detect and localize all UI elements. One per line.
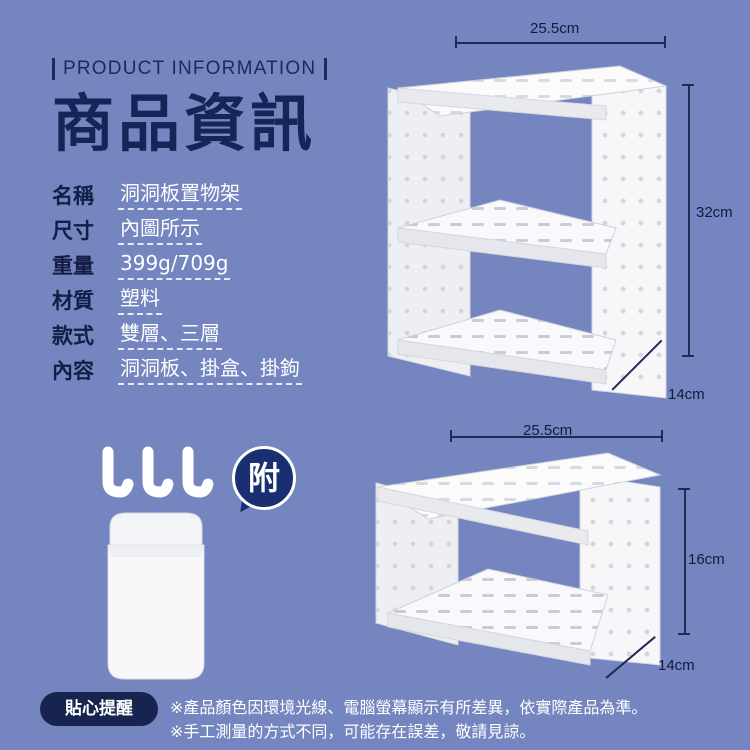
accessory-badge: 附 [232,446,306,518]
spec-row: 尺寸 內圖所示 [52,210,352,245]
spec-row: 內容 洞洞板、掛盒、掛鉤 [52,350,352,385]
reminder-note: ※手工測量的方式不同，可能存在誤差，敬請見諒。 [170,722,536,741]
three-tier-shelf-image [387,65,668,399]
hook-accessories-image [102,446,214,498]
short-width-label: 25.5cm [523,422,573,439]
eyebrow-text: PRODUCT INFORMATION [63,58,317,79]
hanging-box-image [107,512,205,680]
spec-value: 洞洞板置物架 [118,179,242,210]
two-tier-shelf-image [375,452,662,666]
width-line-tick [664,36,666,48]
height-dimension-line [684,488,686,634]
spec-row: 重量 399g/709g [52,245,352,280]
width-line-tick [450,430,452,442]
width-line-tick [455,36,457,48]
height-line-tick [678,488,690,490]
width-line-tick [661,430,663,442]
spec-label: 重量 [52,254,94,278]
spec-label: 內容 [52,359,94,383]
spec-list: 名稱 洞洞板置物架 尺寸 內圖所示 重量 399g/709g 材質 塑料 款式 … [52,175,352,385]
tall-height-label: 32cm [696,204,733,221]
width-dimension-line [450,436,662,438]
short-depth-label: 14cm [658,657,695,674]
spec-row: 名稱 洞洞板置物架 [52,175,352,210]
height-line-tick [682,84,694,86]
page-title: 商品資訊 [52,87,317,160]
eyebrow-bar-left [52,58,55,80]
spec-label: 名稱 [52,184,94,208]
spec-row: 款式 雙層、三層 [52,315,352,350]
tall-width-label: 25.5cm [530,20,580,37]
height-line-tick [682,355,694,357]
spec-label: 款式 [52,324,94,348]
spec-label: 尺寸 [52,219,94,243]
short-height-label: 16cm [688,551,725,568]
reminder-badge: 貼心提醒 [40,692,158,726]
badge-text: 附 [247,459,280,497]
width-dimension-line [455,42,665,44]
section-eyebrow: PRODUCT INFORMATION [52,56,328,82]
tall-depth-label: 14cm [668,386,705,403]
spec-value: 塑料 [118,284,162,315]
height-dimension-line [688,84,690,356]
spec-value: 雙層、三層 [118,319,222,350]
spec-value: 內圖所示 [118,214,202,245]
spec-value: 399g/709g [118,249,231,280]
spec-label: 材質 [52,289,94,313]
spec-value: 洞洞板、掛盒、掛鉤 [118,354,302,385]
eyebrow-bar-right [324,58,328,80]
badge-circle [232,446,296,510]
height-line-tick [678,633,690,635]
reminder-note: ※產品顏色因環境光線、電腦螢幕顯示有所差異，依實際產品為準。 [170,698,648,717]
spec-row: 材質 塑料 [52,280,352,315]
